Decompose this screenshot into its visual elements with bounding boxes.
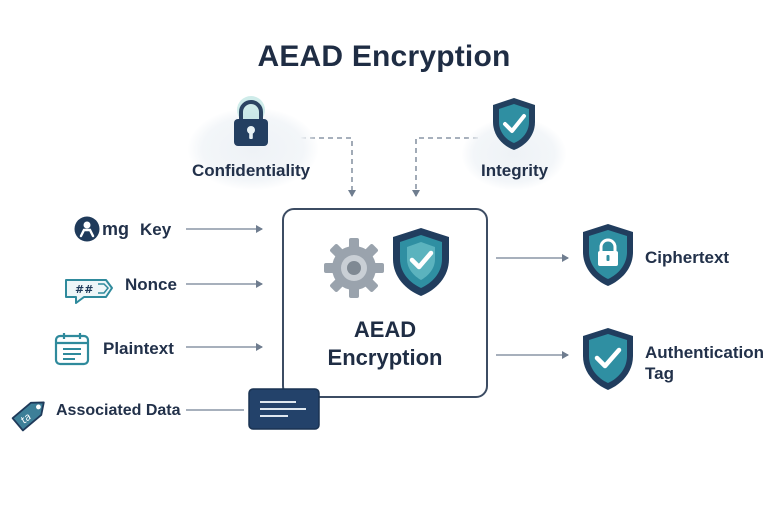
gear-icon xyxy=(322,236,386,305)
confidentiality-label: Confidentiality xyxy=(192,161,311,180)
aead-encryption-label: AEAD Encryption xyxy=(282,316,488,372)
integrity-shield-icon xyxy=(490,96,538,157)
aead-encryption-box xyxy=(282,208,488,398)
tag-hash-icon: ## xyxy=(62,275,116,310)
ciphertext-label: Ciphertext xyxy=(645,248,730,267)
associated-data-card-icon xyxy=(248,388,320,435)
label-tag-icon: ta xyxy=(8,392,52,441)
key-user-icon xyxy=(74,216,100,247)
integrity-connector xyxy=(412,137,478,197)
key-label: Key xyxy=(140,220,172,239)
associated-data-label: Associated Data xyxy=(56,402,181,419)
diagram-title: AEAD Encryption xyxy=(257,40,511,73)
integrity-label: Integrity xyxy=(481,161,549,180)
nonce-glyph: ## xyxy=(75,283,93,296)
plaintext-label: Plaintext xyxy=(103,339,174,358)
authentication-tag-line1: Authentication xyxy=(645,343,764,362)
center-label-line1: AEAD xyxy=(353,317,417,342)
padlock-icon xyxy=(230,96,272,153)
key-prefix-glyph: mg xyxy=(102,219,129,239)
shield-icon xyxy=(390,226,452,303)
authentication-tag-line2: Tag xyxy=(645,364,674,383)
authentication-tag-label: Authentication Tag xyxy=(645,342,764,384)
nonce-label: Nonce xyxy=(125,275,177,294)
lock-shield-icon xyxy=(580,222,636,293)
check-shield-icon xyxy=(580,326,636,397)
document-icon xyxy=(54,332,90,371)
center-label-line2: Encryption xyxy=(327,345,443,370)
